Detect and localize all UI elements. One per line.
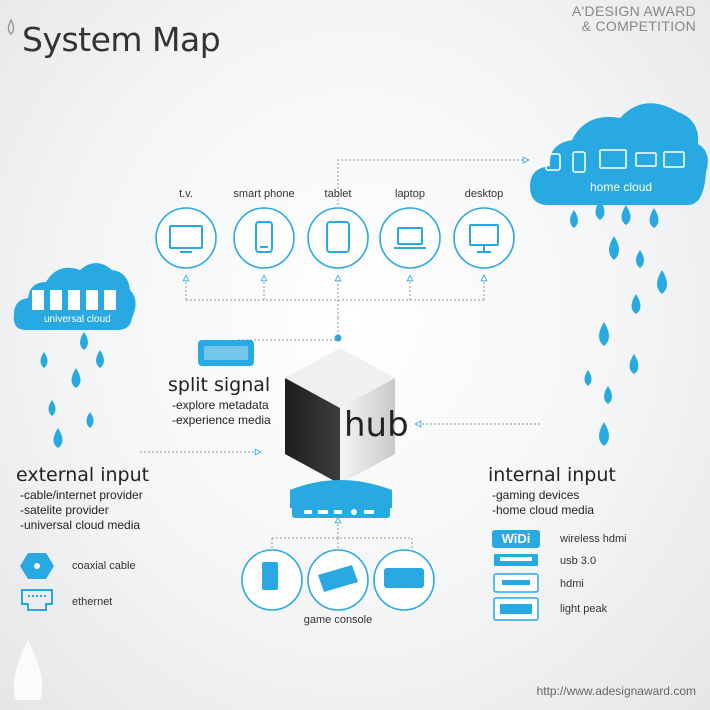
external-input-heading: external input	[16, 464, 150, 486]
award-line-2: & COMPETITION	[581, 18, 696, 34]
external-input-item: -satelite provider	[20, 503, 109, 517]
external-input-list: -cable/internet provider -satelite provi…	[20, 488, 143, 533]
split-signal-device-icon	[198, 340, 254, 366]
smartphone-circle	[233, 207, 295, 269]
internal-input-item: -gaming devices	[492, 488, 580, 502]
hdmi-icon	[493, 573, 539, 593]
hub-cube-icon	[285, 348, 395, 484]
console-ps-icon	[318, 565, 358, 592]
desktop-icon	[469, 224, 499, 253]
internal-input-heading: internal input	[488, 464, 616, 486]
split-signal-heading: split signal	[168, 374, 271, 396]
tv-icon	[169, 225, 203, 253]
console-device-icon	[290, 480, 392, 518]
universal-cloud-label: universal cloud	[44, 314, 111, 325]
tablet-circle	[307, 207, 369, 269]
watermark-drop-icon	[13, 640, 43, 700]
internal-input-item: -home cloud media	[492, 503, 595, 517]
connector-label-usb: usb 3.0	[560, 555, 597, 567]
game-console-label: game console	[303, 614, 373, 626]
coaxial-cable-icon	[20, 553, 54, 579]
desktop-circle	[453, 207, 515, 269]
hub-label: hub	[344, 405, 409, 445]
external-input-item: -universal cloud media	[20, 518, 141, 532]
footer-url[interactable]: http://www.adesignaward.com	[536, 684, 696, 698]
award-logo-text: A'DESIGN AWARD & COMPETITION	[572, 4, 696, 34]
device-label-tablet: tablet	[324, 188, 352, 200]
device-label-tv: t.v.	[179, 188, 193, 200]
connector-label-light-peak: light peak	[560, 603, 608, 615]
split-signal-list: -explore metadata -experience media	[172, 398, 271, 428]
device-label-smartphone: smart phone	[233, 188, 295, 200]
connector-label-hdmi: hdmi	[560, 578, 584, 590]
home-cloud-icon	[530, 103, 708, 205]
award-line-1: A'DESIGN AWARD	[571, 3, 696, 19]
device-label-laptop: laptop	[395, 188, 425, 200]
widi-badge: WiDi	[501, 531, 531, 546]
laptop-icon	[394, 227, 426, 249]
home-cloud-drops	[570, 200, 667, 446]
universal-cloud-drops	[40, 332, 104, 448]
light-peak-icon	[493, 597, 539, 621]
internal-input-list: -gaming devices -home cloud media	[492, 488, 594, 518]
page-title: System Map	[22, 20, 221, 59]
widi-icon	[492, 530, 540, 548]
split-signal-item: -experience media	[172, 413, 271, 427]
split-signal-item: -explore metadata	[172, 398, 269, 412]
laptop-circle	[379, 207, 441, 269]
connector-label-coaxial: coaxial cable	[72, 560, 136, 572]
console-xbox-icon	[384, 568, 424, 588]
universal-cloud-icon	[13, 263, 136, 330]
ethernet-icon	[21, 589, 53, 611]
device-label-desktop: desktop	[464, 188, 504, 200]
tv-circle	[155, 207, 217, 269]
tablet-icon	[326, 221, 350, 253]
connector-label-ethernet: ethernet	[72, 596, 113, 608]
home-cloud-label: home cloud	[590, 180, 653, 194]
usb-icon	[494, 554, 538, 566]
connector-label-wireless-hdmi: wireless hdmi	[560, 533, 627, 545]
console-wii-icon	[262, 562, 278, 590]
smartphone-icon	[255, 221, 273, 253]
logo-drop-icon	[7, 18, 15, 35]
external-input-item: -cable/internet provider	[20, 488, 143, 502]
